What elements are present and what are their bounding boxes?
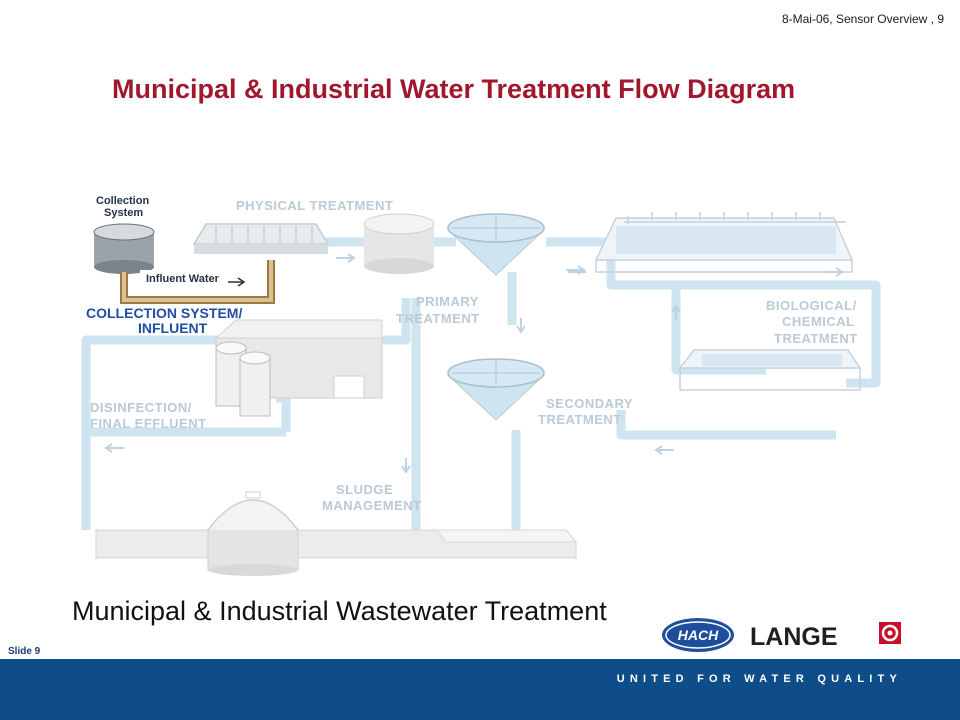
header-meta: 8-Mai-06, Sensor Overview , 9: [781, 12, 944, 26]
influent-pipe-inner: [122, 260, 273, 302]
collection-tank: [93, 223, 155, 274]
hach-logo-oval: [662, 618, 734, 652]
flow-diagram-svg: Collection System Influent Water COLLECT…: [81, 195, 881, 576]
label-secondary-treatment: TREATMENT: [538, 412, 622, 427]
influent-label-bg: [140, 270, 248, 286]
pipe-to-secondary: [616, 410, 836, 440]
slide-number: Slide 9: [8, 646, 41, 657]
arrow-8: [401, 458, 411, 474]
label-chemical: CHEMICAL: [782, 314, 855, 329]
influent-arrow: [228, 277, 246, 287]
aeration-basin: [594, 212, 854, 273]
footer-bar: UNITED FOR WATER QUALITY: [0, 659, 960, 720]
label-sludge-management: MANAGEMENT: [322, 498, 422, 513]
label-influent: INFLUENT: [138, 320, 208, 336]
grit-tank: [363, 213, 435, 274]
label-sludge: SLUDGE: [336, 482, 393, 497]
label-collection: Collection: [96, 195, 149, 207]
lange-logo-dot: [887, 630, 893, 636]
arrow-5: [654, 445, 674, 455]
pipe-to-disinfection: [81, 298, 411, 437]
label-primary: PRIMARY: [416, 294, 479, 309]
label-disinfection: DISINFECTION/: [90, 400, 192, 415]
pipe-to-biological: [546, 237, 881, 388]
label-influent-water: Influent Water: [146, 273, 220, 285]
label-biological-treatment: TREATMENT: [774, 331, 858, 346]
secondary-clarifier: [446, 358, 546, 421]
label-system: System: [104, 207, 143, 219]
physical-screen: [192, 223, 330, 254]
hach-logo-ring: [665, 621, 731, 649]
brand-tagline: UNITED FOR WATER QUALITY: [616, 673, 902, 685]
label-primary-treatment: TREATMENT: [396, 311, 480, 326]
flow-diagram: Collection System Influent Water COLLECT…: [76, 180, 896, 580]
label-secondary: SECONDARY: [546, 396, 633, 411]
arrow-1: [336, 253, 356, 263]
pipe-disinfection-out: [276, 393, 291, 432]
arrow-7: [516, 318, 526, 334]
lange-logo-ring: [881, 624, 899, 642]
hach-logo-text: HACH: [678, 627, 719, 643]
slide-title: Municipal & Industrial Water Treatment F…: [112, 74, 796, 104]
secondary-basin: [678, 349, 862, 391]
sludge-digester: [95, 491, 578, 576]
label-collection-system-influent: COLLECTION SYSTEM/: [86, 305, 242, 321]
lange-logo-text: LANGE: [750, 623, 838, 651]
primary-clarifier: [446, 213, 546, 276]
brand-logo: HACH LANGE: [660, 614, 910, 656]
label-biological: BIOLOGICAL/: [766, 298, 857, 313]
label-final-effluent: FINAL EFFLUENT: [90, 416, 207, 431]
slide-subtitle: Municipal & Industrial Wastewater Treatm…: [72, 596, 607, 626]
pipe-network: [81, 237, 881, 540]
label-physical-treatment: PHYSICAL TREATMENT: [236, 198, 393, 213]
arrow-9: [671, 304, 681, 320]
arrow-4: [104, 443, 124, 453]
disinfection-building: [214, 319, 383, 417]
hach-lange-logo: HACH LANGE: [662, 618, 901, 652]
